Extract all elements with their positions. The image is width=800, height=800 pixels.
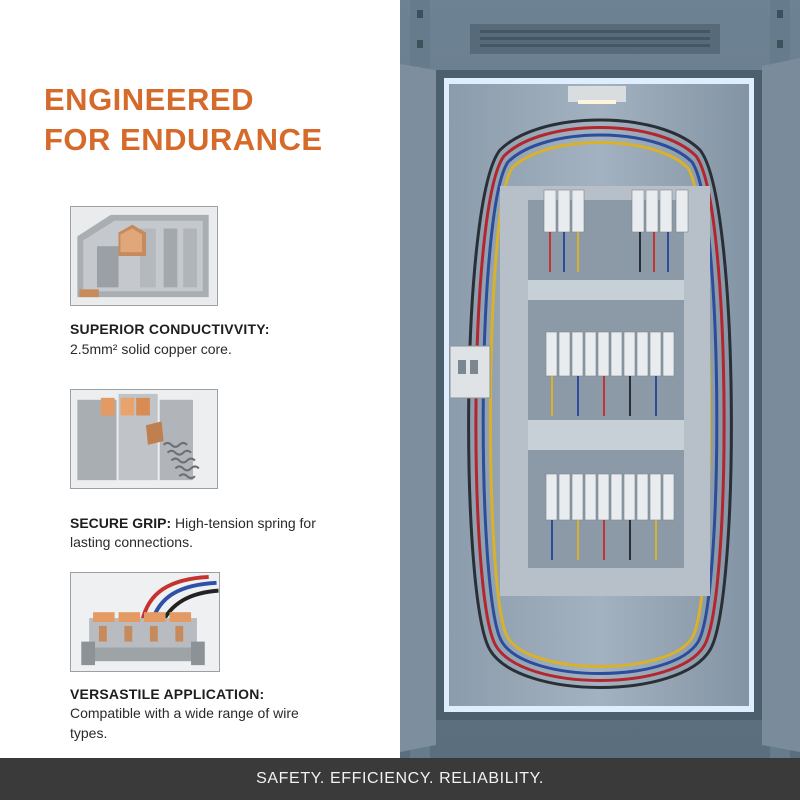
footer-tagline: SAFETY. EFFICIENCY. RELIABILITY.: [256, 770, 544, 787]
feature-body-conductivity: 2.5mm² solid copper core.: [70, 341, 232, 357]
wired-terminal-rail-icon: [70, 572, 220, 672]
headline-line-1: ENGINEERED: [44, 82, 254, 117]
feature-body-application: Compatible with a wide range of wire typ…: [70, 705, 299, 741]
feature-row-grip: SECURE GRIP: High-tension spring for: [70, 513, 390, 533]
headline: ENGINEERED FOR ENDURANCE: [44, 80, 384, 160]
electrical-control-cabinet-photo: [400, 0, 800, 758]
feature-panel: ENGINEERED FOR ENDURANCE SUPERIOR CONDUC…: [0, 0, 400, 758]
feature-body-grip-cont: lasting connections.: [70, 534, 193, 550]
spring-clamp-terminal-icon: [70, 389, 218, 489]
headline-line-2: FOR ENDURANCE: [44, 122, 323, 157]
copper-terminal-block-icon: [70, 206, 218, 306]
feature-title-conductivity: SUPERIOR CONDUCTIVVITY:: [70, 321, 270, 337]
feature-title-application: VERSASTILE APPLICATION:: [70, 686, 265, 702]
cabinet-illustration: [400, 0, 800, 758]
feature-body-grip-inline: High-tension spring for: [171, 515, 316, 531]
footer-banner: SAFETY. EFFICIENCY. RELIABILITY.: [0, 758, 800, 800]
feature-title-grip: SECURE GRIP:: [70, 515, 172, 531]
